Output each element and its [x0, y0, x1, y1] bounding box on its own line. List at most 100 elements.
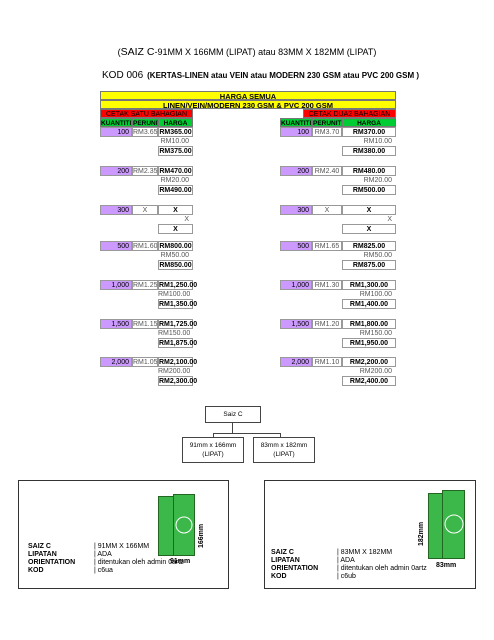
- spec-key: SAIZ C: [28, 543, 51, 550]
- spec-row: LIPATAN | ADA: [28, 551, 184, 559]
- left-row-total: RM1,350.00: [158, 299, 198, 309]
- height-label-left: 166mm: [198, 523, 205, 548]
- right-row-price: RM2,200.00: [342, 357, 396, 367]
- left-row-qty: 200: [100, 166, 132, 176]
- right-row-total: RM2,400.00: [342, 376, 396, 386]
- size-panel-right: [264, 480, 476, 589]
- left-row-extra-fee: RM150.00: [158, 329, 193, 339]
- right-row-total: RM380.00: [342, 146, 396, 156]
- left-row-qty: 500: [100, 241, 132, 251]
- diagram-connector: [232, 423, 233, 433]
- size-name: SAIZ C: [120, 46, 155, 58]
- width-label-left: 91mm: [170, 558, 191, 565]
- left-row-extra-fee: RM50.00: [158, 251, 193, 261]
- left-col-qty: KUANTITI: [100, 118, 132, 127]
- left-row-qty: 300: [100, 205, 132, 215]
- right-row-unit-price: RM1.65: [312, 241, 342, 251]
- right-row-extra-fee: RM200.00: [342, 367, 396, 377]
- diagram-option-left: 91mm x 166mm (LIPAT): [182, 437, 244, 463]
- right-row-qty: 100: [280, 127, 312, 137]
- spec-row: LIPATAN| ADA: [271, 557, 427, 565]
- right-row-qty: 500: [280, 241, 312, 251]
- spec-value: | c6ub: [337, 573, 356, 580]
- spec-value: | 83MM X 182MM: [337, 549, 393, 556]
- spec-value: | 91MM X 166MM: [94, 543, 150, 550]
- left-row-price: RM2,100.00: [158, 357, 198, 367]
- right-col-price: HARGA: [342, 118, 396, 127]
- spec-key: ORIENTATION: [28, 559, 76, 566]
- spec-key: KOD: [271, 573, 287, 580]
- card-front-left: [173, 494, 195, 556]
- spec-value: | c6ua: [94, 567, 113, 574]
- left-row-unit-price: RM3.65: [132, 127, 158, 137]
- right-row-total: RM1,400.00: [342, 299, 396, 309]
- double-side-header: CETAK DUA2 BAHAGIAN: [303, 109, 396, 118]
- left-row-price: RM1,725.00: [158, 319, 198, 329]
- left-row-unit-price: RM2.35: [132, 166, 158, 176]
- left-row-total: X: [158, 224, 193, 234]
- left-row-unit-price: X: [132, 205, 158, 215]
- right-row-extra-fee: RM20.00: [342, 176, 396, 186]
- right-row-total: RM875.00: [342, 260, 396, 270]
- right-row-unit-price: RM3.70: [312, 127, 342, 137]
- right-row-price: RM1,800.00: [342, 319, 396, 329]
- spec-row: SAIZ C | 83MM X 182MM: [271, 549, 427, 557]
- logo-watermark-icon: [444, 514, 464, 534]
- size-panel-left: [18, 480, 229, 589]
- spec-value: | ditentukan oleh admin 0artz: [337, 565, 427, 572]
- right-row-extra-fee: X: [342, 215, 396, 225]
- right-row-price: X: [342, 205, 396, 215]
- right-row-price: RM480.00: [342, 166, 396, 176]
- spec-value: | ADA: [94, 551, 112, 558]
- logo-watermark-icon: [175, 516, 193, 534]
- right-row-unit-price: RM2.40: [312, 166, 342, 176]
- right-row-total: RM500.00: [342, 185, 396, 195]
- left-row-qty: 100: [100, 127, 132, 137]
- left-row-extra-fee: RM100.00: [158, 290, 193, 300]
- right-row-price: RM1,300.00: [342, 280, 396, 290]
- right-row-qty: 200: [280, 166, 312, 176]
- right-row-unit-price: X: [312, 205, 342, 215]
- spec-key: LIPATAN: [28, 551, 57, 558]
- right-row-unit-price: RM1.10: [312, 357, 342, 367]
- right-row-qty: 300: [280, 205, 312, 215]
- price-header: HARGA SEMUA: [100, 91, 396, 101]
- spec-list-left: SAIZ C | 91MM X 166MM LIPATAN | ADA ORIENTAT…: [28, 543, 184, 575]
- right-row-qty: 2,000: [280, 357, 312, 367]
- spec-key: SAIZ C: [271, 549, 294, 556]
- left-row-extra-fee: RM200.00: [158, 367, 193, 377]
- left-row-price: RM800.00: [158, 241, 193, 251]
- left-row-qty: 2,000: [100, 357, 132, 367]
- right-row-total: X: [342, 224, 396, 234]
- right-row-qty: 1,500: [280, 319, 312, 329]
- diagram-root: Saiz C: [205, 406, 261, 423]
- left-col-unit: PERUNIT: [132, 118, 162, 127]
- diagram-option-right: 83mm x 182mm (LIPAT): [253, 437, 315, 463]
- left-row-price: RM1,250.00: [158, 280, 198, 290]
- right-row-price: RM370.00: [342, 127, 396, 137]
- left-row-price: X: [158, 205, 193, 215]
- left-row-unit-price: RM1.15: [132, 319, 158, 329]
- left-row-total: RM490.00: [158, 185, 193, 195]
- right-row-total: RM1,950.00: [342, 338, 396, 348]
- spec-row: KOD | c6ub: [271, 573, 427, 581]
- diagram-connector: [280, 433, 281, 437]
- right-col-qty: KUANTITI: [280, 118, 312, 127]
- left-row-unit-price: RM1.60: [132, 241, 158, 251]
- left-row-total: RM375.00: [158, 146, 193, 156]
- left-row-total: RM1,875.00: [158, 338, 198, 348]
- spec-value: | ditentukan oleh admin 0artz: [94, 559, 184, 566]
- right-row-extra-fee: RM50.00: [342, 251, 396, 261]
- left-row-total: RM850.00: [158, 260, 193, 270]
- width-label-right: 83mm: [436, 562, 457, 569]
- left-row-total: RM2,300.00: [158, 376, 198, 386]
- left-row-price: RM365.00: [158, 127, 193, 137]
- spec-row: KOD | c6ua: [28, 567, 184, 575]
- right-row-price: RM825.00: [342, 241, 396, 251]
- left-row-unit-price: RM1.05: [132, 357, 158, 367]
- spec-key: KOD: [28, 567, 44, 574]
- diagram-connector: [213, 433, 214, 437]
- spec-row: ORIENTATION| ditentukan oleh admin 0artz: [271, 565, 427, 573]
- material-header: LINEN/VEIN/MODERN 230 GSM & PVC 200 GSM: [100, 100, 396, 110]
